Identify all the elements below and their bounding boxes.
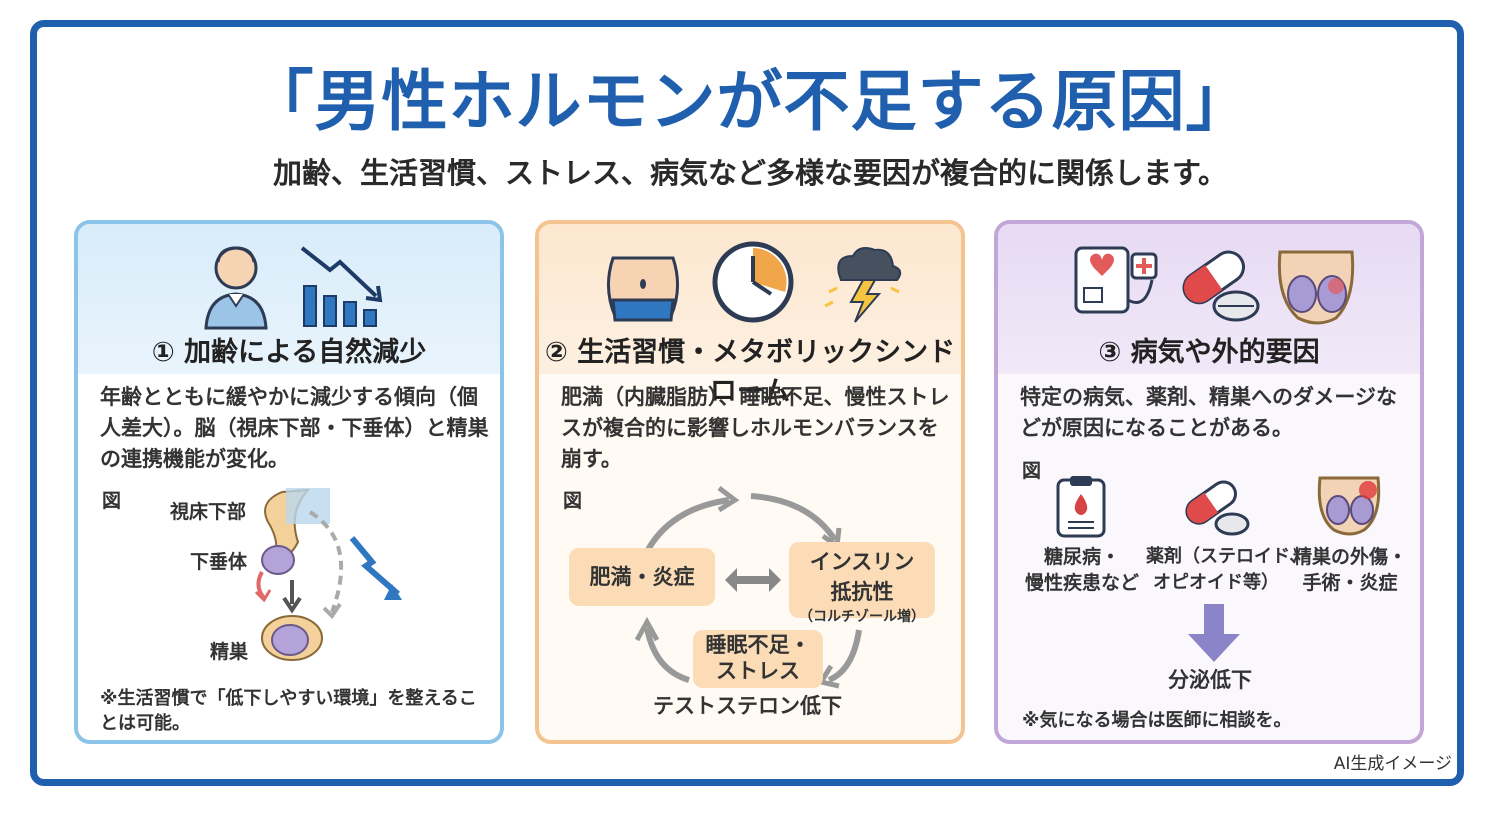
card-lifestyle-figure-label: 図 (563, 490, 583, 512)
label-pituitary: 下垂体 (190, 551, 248, 573)
card-disease-text: 特定の病気、薬剤、精巣へのダメージなどが原因になることがある。 (1020, 385, 1397, 440)
card-aging-text: 年齢とともに緩やかに減少する傾向（個人差大）。脳（視床下部・下垂体）と精巣の連携… (100, 385, 489, 471)
card-disease-note: ※気になる場合は医師に相談を。 (1022, 710, 1292, 731)
clock-icon (712, 241, 794, 323)
label-hypothalamus: 視床下部 (170, 501, 247, 523)
clipboard-blood-icon (1056, 476, 1106, 538)
medical-monitor-icon (1074, 246, 1158, 314)
cycle-insulin-line2: 抵抗性 (830, 580, 894, 604)
card-lifestyle-title: ② 生活習慣・メタボリックシンドローム (544, 337, 956, 407)
cycle-sleep-line1: 睡眠不足・ (705, 633, 811, 657)
card-lifestyle-header: ② 生活習慣・メタボリックシンドローム (539, 224, 961, 407)
page-subtitle: 加齢、生活習慣、ストレス、病気など多様な要因が複合的に関係します。 (272, 156, 1228, 190)
card-aging-note: ※生活習慣で「低下しやすい環境」を整えることは可能。 (100, 688, 477, 734)
card-aging-header: ① 加齢による自然減少 (78, 224, 500, 374)
card-aging: ① 加齢による自然減少 年齢とともに緩やかに減少する傾向（個人差大）。脳（視床下… (74, 220, 504, 744)
cause-injury-line1: 精巣の外傷・ (1292, 546, 1407, 568)
cycle-insulin-sub: （コルチゾール増） (799, 609, 925, 625)
card-disease: ③ 病気や外的要因 特定の病気、薬剤、精巣へのダメージなどが原因になることがある… (994, 220, 1424, 744)
card-disease-figure-label: 図 (1022, 460, 1042, 482)
cause-diabetes-line2: 慢性疾患など (1024, 572, 1139, 594)
belly-icon (607, 256, 679, 322)
down-arrow-icon (1188, 604, 1240, 662)
cause-injury-line2: 手術・炎症 (1302, 572, 1398, 594)
capsule-icon (1182, 250, 1260, 322)
cycle-sleep-line2: ストレス (716, 659, 800, 683)
cause-diabetes-line1: 糖尿病・ (1043, 546, 1120, 568)
pill-icon (1185, 480, 1250, 536)
ai-generated-label: AI生成イメージ (1333, 754, 1452, 774)
cause-item-injury: 精巣の外傷・ 手術・炎症 (1288, 544, 1412, 596)
label-testis: 精巣 (210, 641, 249, 663)
brain-testis-diagram (254, 488, 402, 661)
card-disease-header: ③ 病気や外的要因 (998, 224, 1420, 374)
testis-injury-icon (1317, 476, 1381, 536)
cycle-result-label: テストステロン低下 (653, 694, 842, 718)
cause-item-drugs: 薬剤（ステロイド、 オピオイド等） (1146, 544, 1308, 596)
cycle-sleep-box: 睡眠不足・ ストレス (693, 630, 823, 688)
page-title: 「男性ホルモンが不足する原因」 (247, 63, 1253, 140)
secretion-decline-label: 分泌低下 (1168, 668, 1252, 692)
card-aging-figure-label: 図 (102, 490, 122, 512)
cycle-obesity-box: 肥満・炎症 (569, 548, 715, 606)
card-lifestyle: ② 生活習慣・メタボリックシンドローム 肥満（内臓脂肪）、睡眠不足、慢性ストレス… (535, 220, 965, 744)
elderly-man-icon (204, 246, 268, 330)
cause-drugs-line2: オピオイド等） (1153, 572, 1279, 593)
storm-icon (824, 247, 902, 323)
testis-icon (1277, 250, 1355, 325)
card-aging-title: ① 加齢による自然減少 (151, 337, 427, 368)
cause-drugs-line1: 薬剤（ステロイド、 (1146, 546, 1308, 567)
declining-chart-icon (300, 246, 383, 327)
cycle-insulin-line1: インスリン (809, 550, 915, 574)
card-lifestyle-text: 肥満（内臓脂肪）、睡眠不足、慢性ストレスが複合的に影響しホルモンバランスを崩す。 (561, 385, 950, 471)
cycle-insulin-box: インスリン 抵抗性 （コルチゾール増） (789, 542, 935, 625)
cause-item-diabetes: 糖尿病・ 慢性疾患など (1022, 544, 1142, 596)
card-disease-title: ③ 病気や外的要因 (1098, 337, 1320, 368)
